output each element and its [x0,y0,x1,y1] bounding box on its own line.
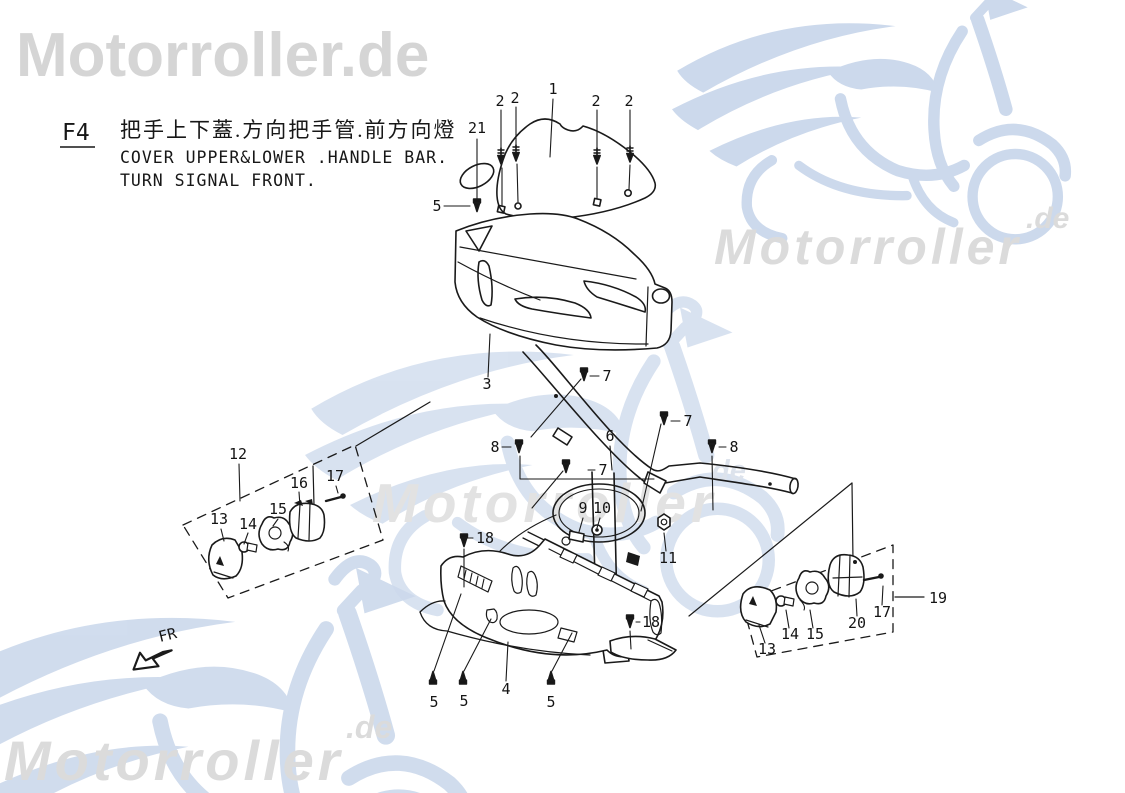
callout-2-b: 2 [510,89,519,107]
callout-4: 4 [501,680,510,698]
callout-20: 20 [848,614,866,632]
callout-18-left: 18 [476,529,494,547]
fr-arrow-icon [132,649,173,671]
callout-2-c: 2 [591,92,600,110]
callout-17-left: 17 [326,467,344,485]
svg-text:.de: .de [704,455,746,487]
fr-arrow-label: FR [157,624,180,646]
callout-13-left: 13 [210,510,228,528]
callout-19: 19 [929,589,947,607]
callout-8-right: 8 [729,438,738,456]
figure-title-chinese: 把手上下蓋.方向把手管.前方向燈 [120,118,457,142]
callout-5-b3: 5 [546,693,555,711]
callout-5-b2: 5 [459,692,468,710]
callout-18-right: 18 [642,613,660,631]
exploded-diagram-artwork [182,98,925,685]
callout-9: 9 [578,499,587,517]
callout-labels: 1 2 2 2 2 21 5 3 7 8 6 7 8 7 9 10 11 12 … [210,80,947,711]
callout-11: 11 [659,549,677,567]
callout-12: 12 [229,445,247,463]
figure-title-english-1: COVER UPPER&LOWER .HANDLE BAR. [120,148,448,167]
handlebar-art [522,344,799,495]
callout-14-left: 14 [239,515,257,533]
callout-21: 21 [468,119,486,137]
callout-6: 6 [605,427,614,445]
callout-7-c: 7 [598,461,607,479]
small-fasteners-art [568,513,671,543]
callout-15-right: 15 [806,625,824,643]
callout-8-left: 8 [490,438,499,456]
upper-cover-art [496,118,657,221]
svg-text:Motorroller: Motorroller [714,219,1022,275]
callout-5-top: 5 [432,197,441,215]
callout-1: 1 [548,80,557,98]
figure-title-english-2: TURN SIGNAL FRONT. [120,171,317,190]
callout-14-right: 14 [781,625,799,643]
callout-7-a: 7 [602,367,611,385]
svg-text:.de: .de [1026,202,1069,235]
figure-header: F4 把手上下蓋.方向把手管.前方向燈 COVER UPPER&LOWER .H… [60,118,457,190]
watermark-text-bottom-left: Motorroller .de [4,709,392,792]
watermark-scooter-top-right [672,0,1065,239]
svg-text:.de: .de [346,709,392,745]
lower-cover-art [419,538,677,661]
figure-code: F4 [62,120,90,146]
watermark-text-top-left: Motorroller.de [16,21,429,90]
callout-3: 3 [482,375,491,393]
turnsignal-left-art [182,401,431,599]
callout-7-b: 7 [683,412,692,430]
turnsignal-right-art [688,482,925,658]
front-direction-arrow: FR [132,624,180,671]
watermark-text-center: Motorroller .de [372,455,746,534]
callout-13-right: 13 [758,640,776,658]
callout-16: 16 [290,474,308,492]
front-cover-art [454,212,673,351]
callout-15-left: 15 [269,500,287,518]
callout-10: 10 [593,499,611,517]
svg-text:Motorroller: Motorroller [4,729,344,792]
callout-2-d: 2 [624,92,633,110]
leader-lines [220,98,884,682]
callout-2-a: 2 [495,92,504,110]
callout-17-right: 17 [873,603,891,621]
watermark-text-top-right: Motorroller .de [714,202,1069,275]
callout-5-b1: 5 [429,693,438,711]
